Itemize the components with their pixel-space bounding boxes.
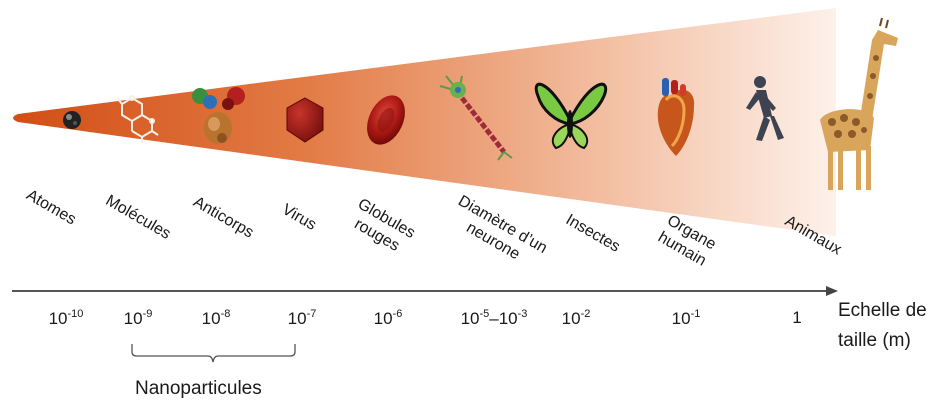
- tick-label: 10-7: [288, 308, 317, 329]
- scale-cone: [13, 8, 836, 236]
- axis-title: Echelle de taille (m): [838, 296, 927, 356]
- tick-label: 10-1: [672, 308, 701, 329]
- tick-label: 10-10: [49, 308, 84, 329]
- tick-label: 10-8: [202, 308, 231, 329]
- atom-icon: [63, 111, 81, 129]
- nanoparticles-bracket: [132, 344, 295, 362]
- tick-label: 10-6: [374, 308, 403, 329]
- tick-label: 1: [792, 308, 801, 328]
- tick-label: 10-5–10-3: [461, 308, 528, 329]
- scale-axis-arrowhead: [826, 286, 838, 296]
- tick-label: 10-2: [562, 308, 591, 329]
- tick-label: 10-9: [124, 308, 153, 329]
- nanoparticles-label: Nanoparticules: [135, 378, 262, 400]
